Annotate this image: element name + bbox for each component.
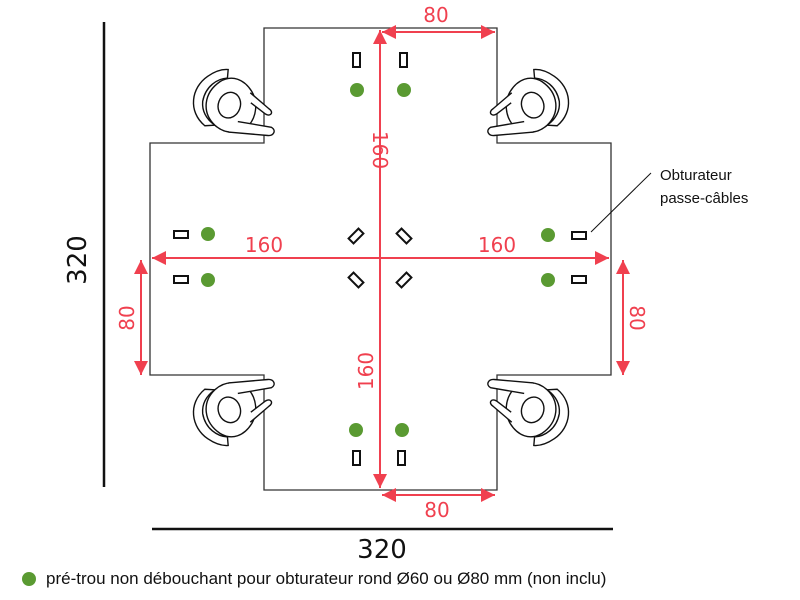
- cable-grommet-icon: [347, 271, 365, 289]
- dim-right: 80: [625, 305, 649, 330]
- cable-grommet-icon: [352, 450, 361, 466]
- pre-hole-icon: [350, 83, 364, 97]
- pre-hole-icon: [349, 423, 363, 437]
- pre-hole-icon: [541, 273, 555, 287]
- chair-icon: [478, 349, 582, 457]
- cable-grommet-icon: [571, 231, 587, 240]
- overall-height-label: 320: [63, 235, 93, 285]
- pre-hole-icon: [201, 227, 215, 241]
- desk-outline: [149, 27, 612, 491]
- dim-top-right: 80: [423, 3, 448, 27]
- pre-hole-icon: [201, 273, 215, 287]
- callout-line2: passe-câbles: [660, 190, 748, 207]
- legend: pré-trou non débouchant pour obturateur …: [22, 569, 606, 589]
- overall-width-label: 320: [357, 535, 407, 565]
- cable-grommet-icon: [395, 227, 413, 245]
- pre-hole-icon: [397, 83, 411, 97]
- callout-line1: Obturateur: [660, 167, 732, 184]
- pre-hole-icon: [395, 423, 409, 437]
- green-dot-icon: [22, 572, 36, 586]
- dim-center-top: 160: [368, 131, 392, 169]
- cable-grommet-icon: [173, 230, 189, 239]
- chair-icon: [180, 349, 284, 457]
- cable-grommet-icon: [352, 52, 361, 68]
- dim-center-right: 160: [478, 233, 516, 257]
- chair-icon: [478, 58, 582, 166]
- cable-grommet-icon: [395, 271, 413, 289]
- pre-hole-icon: [541, 228, 555, 242]
- cable-grommet-icon: [173, 275, 189, 284]
- dim-center-left: 160: [245, 233, 283, 257]
- callout-leader: [590, 172, 652, 233]
- dim-bottom-right: 80: [424, 498, 449, 522]
- cable-grommet-icon: [347, 227, 365, 245]
- cable-grommet-icon: [397, 450, 406, 466]
- cable-grommet-icon: [399, 52, 408, 68]
- cable-grommet-icon: [571, 275, 587, 284]
- dim-center-bottom: 160: [354, 352, 378, 390]
- dim-left: 80: [115, 305, 139, 330]
- chair-icon: [180, 58, 284, 166]
- legend-text: pré-trou non débouchant pour obturateur …: [46, 569, 607, 588]
